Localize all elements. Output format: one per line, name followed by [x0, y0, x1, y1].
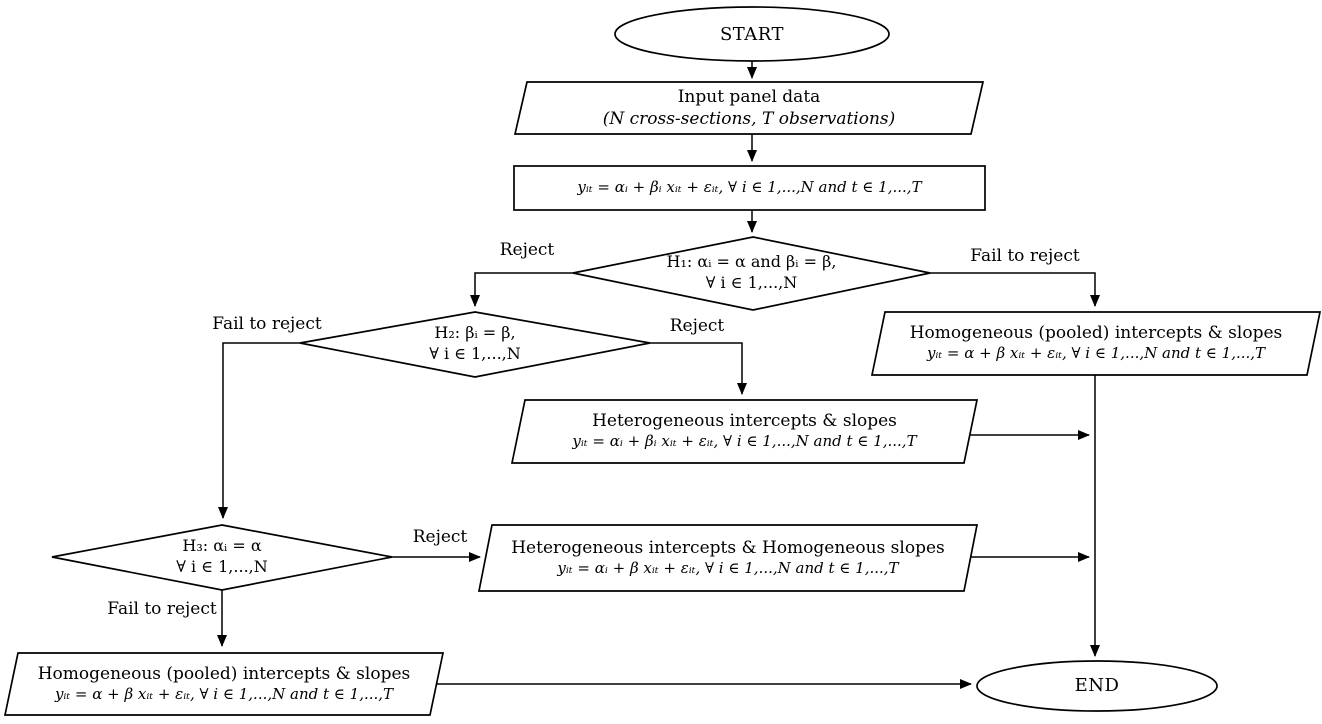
- het-homo-equation: yᵢₜ = αᵢ + β xᵢₜ + εᵢₜ, ∀ i ∈ 1,...,N an…: [557, 558, 899, 577]
- h2-fail-edge-label: Fail to reject: [212, 313, 322, 334]
- end-terminal-shape: [976, 660, 1218, 712]
- heterogeneous-node-text: Heterogeneous intercepts & slopes yᵢₜ = …: [512, 401, 977, 461]
- pooled-bottom-node-text: Homogeneous (pooled) intercepts & slopes…: [5, 654, 443, 713]
- h2-line2: ∀ i ∈ 1,...,N: [429, 343, 521, 363]
- start-terminal-label: START: [719, 23, 785, 45]
- pooled-bottom-parallelogram-shape: [3, 652, 445, 716]
- heterogeneous-equation: yᵢₜ = αᵢ + βᵢ xᵢₜ + εᵢₜ, ∀ i ∈ 1,...,N a…: [572, 432, 917, 451]
- model-equation-text: yᵢₜ = αᵢ + βᵢ xᵢₜ + εᵢₜ, ∀ i ∈ 1,...,N a…: [577, 178, 922, 197]
- edge-h1-reject-to-h2: [470, 272, 573, 307]
- h2-reject-edge-label: Reject: [669, 315, 725, 336]
- h3-line1: H₃: αᵢ = α: [182, 535, 262, 555]
- pooled-right-title: Homogeneous (pooled) intercepts & slopes: [909, 323, 1283, 344]
- h3-reject-edge-label: Reject: [412, 526, 468, 547]
- input-line1: Input panel data: [677, 86, 821, 107]
- edge-h1-fail-to-pooled: [930, 272, 1100, 307]
- h1-fail-edge-label: Fail to reject: [970, 245, 1080, 266]
- pooled-right-node-text: Homogeneous (pooled) intercepts & slopes…: [872, 313, 1320, 373]
- het-homo-title: Heterogeneous intercepts & Homogeneous s…: [511, 537, 945, 558]
- pooled-right-parallelogram-shape: [870, 311, 1322, 376]
- h1-reject-edge-label: Reject: [499, 239, 555, 260]
- heterogeneous-parallelogram-shape: [510, 399, 979, 464]
- start-terminal-shape: [614, 6, 890, 62]
- h2-decision-diamond-shape: [299, 311, 651, 378]
- het-homo-node-text: Heterogeneous intercepts & Homogeneous s…: [479, 526, 977, 589]
- input-line2: (N cross-sections, T observations): [602, 109, 896, 129]
- input-node-text: Input panel data (N cross-sections, T ob…: [515, 83, 983, 133]
- h1-decision-diamond-shape: [572, 236, 931, 311]
- pooled-bottom-title: Homogeneous (pooled) intercepts & slopes: [37, 663, 411, 684]
- pooled-bottom-equation: yᵢₜ = α + β xᵢₜ + εᵢₜ, ∀ i ∈ 1,...,N and…: [54, 684, 394, 703]
- h2-line1: H₂: βᵢ = β,: [434, 322, 516, 342]
- h1-line1: H₁: αᵢ = α and βᵢ = β,: [666, 252, 837, 272]
- heterogeneous-title: Heterogeneous intercepts & slopes: [592, 411, 897, 432]
- h2-decision-text: H₂: βᵢ = β, ∀ i ∈ 1,...,N: [300, 312, 650, 375]
- edge-h2-reject-to-heterogeneous: [650, 342, 747, 395]
- h3-line2: ∀ i ∈ 1,...,N: [176, 556, 268, 576]
- h3-decision-text: H₃: αᵢ = α ∀ i ∈ 1,...,N: [52, 525, 392, 588]
- edge-h2-fail-to-h3: [218, 342, 300, 519]
- h1-line2: ∀ i ∈ 1,...,N: [705, 273, 798, 292]
- h3-fail-edge-label: Fail to reject: [107, 598, 217, 619]
- end-terminal-label: END: [1074, 675, 1120, 697]
- h3-decision-diamond-shape: [51, 524, 393, 591]
- input-parallelogram-shape: [513, 81, 985, 135]
- model-equation-rect-shape: [513, 165, 986, 211]
- pooled-right-equation: yᵢₜ = α + β xᵢₜ + εᵢₜ, ∀ i ∈ 1,...,N and…: [926, 344, 1266, 363]
- h1-decision-text: H₁: αᵢ = α and βᵢ = β, ∀ i ∈ 1,...,N: [573, 238, 930, 308]
- het-homo-parallelogram-shape: [477, 524, 979, 592]
